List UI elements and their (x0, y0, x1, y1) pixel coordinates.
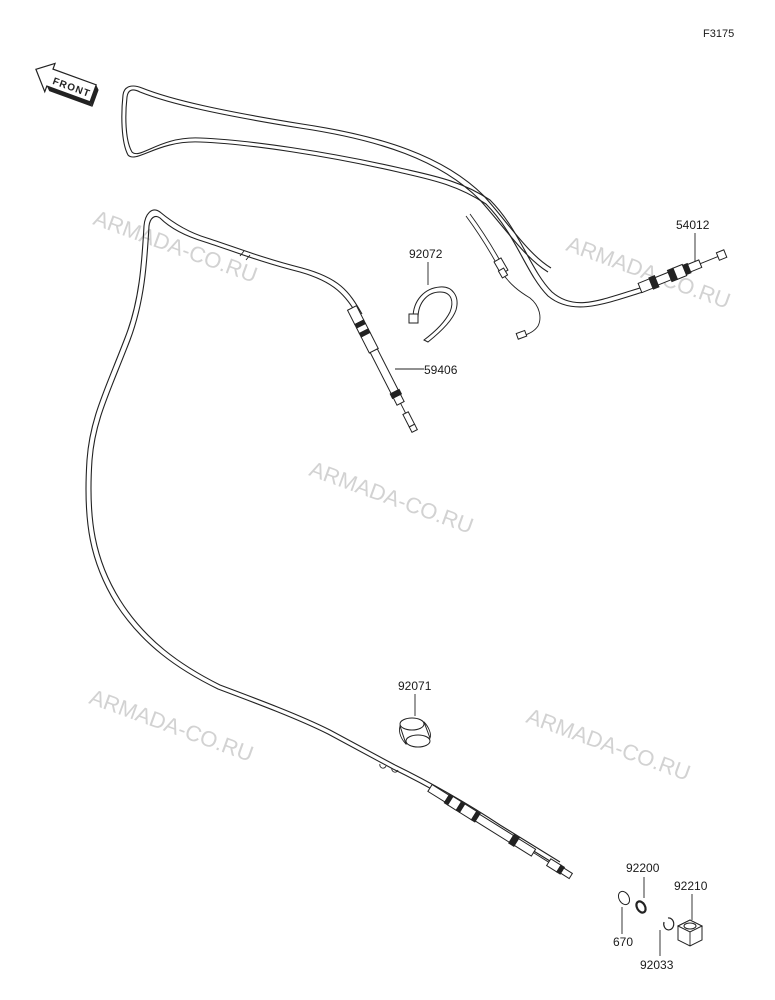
part-label-54012: 54012 (676, 218, 710, 232)
watermark: ARMADA-CO.RU (86, 684, 257, 766)
part-label-59406: 59406 (424, 363, 458, 377)
part-label-92210: 92210 (674, 879, 708, 893)
watermark: ARMADA-CO.RU (523, 703, 694, 785)
oring-92200 (635, 900, 647, 914)
throttle-cable-54012 (121, 85, 728, 340)
part-label-670: 670 (613, 935, 633, 949)
figure-code: F3175 (703, 28, 734, 40)
washer-670 (617, 890, 631, 906)
front-arrow-icon: FRONT (35, 62, 99, 107)
watermark: ARMADA-CO.RU (563, 231, 734, 313)
watermark: ARMADA-CO.RU (306, 456, 477, 538)
part-label-92033: 92033 (640, 958, 674, 972)
part-label-92071: 92071 (398, 679, 432, 693)
nut-92210 (676, 919, 704, 947)
part-label-92200: 92200 (626, 861, 660, 875)
clamp-92072 (408, 286, 458, 343)
watermark: ARMADA-CO.RU (90, 205, 261, 287)
cable-59406 (85, 209, 574, 880)
part-label-92072: 92072 (409, 247, 443, 261)
watermarks: ARMADA-CO.RU ARMADA-CO.RU ARMADA-CO.RU A… (86, 205, 734, 785)
grommet-92071 (399, 717, 431, 748)
circlip-92033 (663, 917, 675, 931)
